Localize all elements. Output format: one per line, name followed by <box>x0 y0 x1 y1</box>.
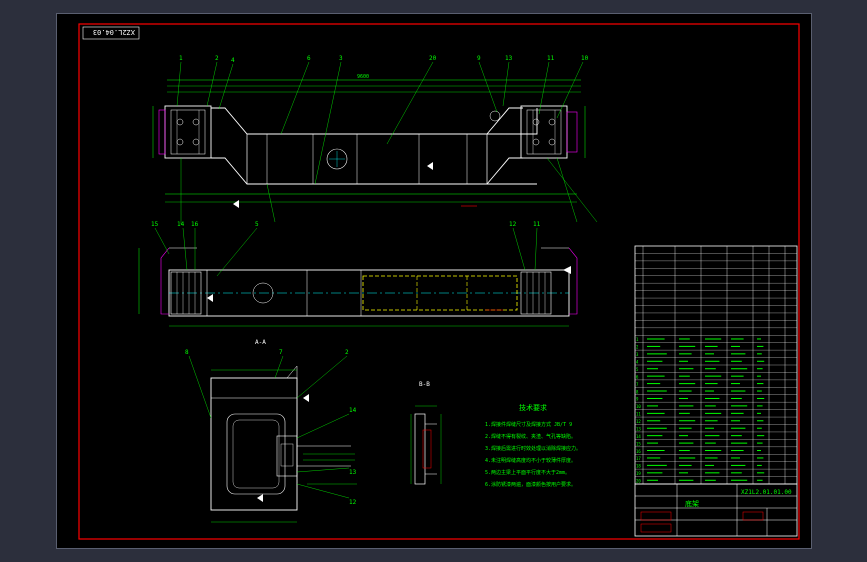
svg-text:16: 16 <box>191 221 199 228</box>
bom-row-number: 9 <box>636 397 639 402</box>
svg-text:9: 9 <box>477 55 481 62</box>
bom-row-number: 5 <box>636 367 639 372</box>
svg-text:13: 13 <box>349 469 357 476</box>
tech-line: 5.两边主梁上平面平行度不大于2mm。 <box>485 469 570 476</box>
svg-text:7: 7 <box>279 349 283 356</box>
bom-row-number: 8 <box>636 389 639 394</box>
svg-text:2: 2 <box>215 55 219 62</box>
tech-line: 6.涂防锈漆两遍，面漆颜色按用户要求。 <box>485 481 576 488</box>
section-bb-view: B-B <box>410 381 442 485</box>
plan-view: 15 14 16 5 12 11 <box>138 221 578 327</box>
title-block: 底架 XZ1L2.01.01.00 <box>634 483 798 537</box>
svg-text:11: 11 <box>533 221 541 228</box>
tech-title: 技术要求 <box>519 403 547 412</box>
tech-line: 4.未注明焊缝高度均不小于较薄件厚度。 <box>485 457 576 464</box>
bom-row-number: 7 <box>636 382 639 387</box>
bom-row-number: 14 <box>636 434 641 439</box>
svg-text:10: 10 <box>581 55 589 62</box>
svg-text:9600: 9600 <box>357 74 369 80</box>
svg-text:12: 12 <box>349 499 357 506</box>
bom-row-number: 15 <box>636 441 641 446</box>
svg-text:11: 11 <box>547 55 555 62</box>
svg-text:15: 15 <box>151 221 159 228</box>
svg-text:14: 14 <box>177 221 185 228</box>
svg-text:20: 20 <box>429 55 437 62</box>
svg-text:A-A: A-A <box>255 339 266 346</box>
bom-row-number: 18 <box>636 464 641 469</box>
svg-text:2: 2 <box>345 349 349 356</box>
svg-text:B-B: B-B <box>419 381 430 388</box>
title-block-name: 底架 <box>685 499 699 508</box>
bom-row-number: 20 <box>636 479 641 484</box>
bom-row-number: 11 <box>636 412 641 417</box>
top-elevation-view: 9600 <box>152 55 598 224</box>
svg-text:5: 5 <box>255 221 259 228</box>
tech-line: 2.焊缝不得有裂纹、夹渣、气孔等缺陷。 <box>485 433 576 440</box>
svg-text:8: 8 <box>185 349 189 356</box>
bom-row-number: 6 <box>636 374 639 379</box>
drawing-viewport[interactable]: XZ2L.04.03 9600 <box>56 13 812 549</box>
cad-drawing-sheet: XZ2L.04.03 9600 <box>78 23 800 540</box>
corner-code-text: XZ2L.04.03 <box>93 28 135 36</box>
corner-code-box <box>82 26 140 40</box>
bom-row-number: 10 <box>636 404 641 409</box>
svg-text:12: 12 <box>509 221 517 228</box>
bom-row-number: 16 <box>636 449 641 454</box>
bom-row-number: 17 <box>636 456 641 461</box>
svg-text:4: 4 <box>231 57 235 64</box>
bom-row-number: 1 <box>636 337 639 342</box>
bom-row-number: 19 <box>636 471 641 476</box>
technical-requirements: 技术要求 1.焊接件焊缝尺寸及焊接方式 JB/T 9 2.焊缝不得有裂纹、夹渣、… <box>485 403 581 488</box>
svg-text:6: 6 <box>307 55 311 62</box>
tech-line: 1.焊接件焊缝尺寸及焊接方式 JB/T 9 <box>485 421 572 428</box>
svg-text:1: 1 <box>179 55 183 62</box>
svg-text:14: 14 <box>349 407 357 414</box>
drawing-border <box>78 23 800 540</box>
bom-row-number: 13 <box>636 426 641 431</box>
svg-text:3: 3 <box>339 55 343 62</box>
bom-row-number: 3 <box>636 352 639 357</box>
section-aa-view: A-A 8 7 2 14 13 1 <box>185 339 357 523</box>
svg-text:13: 13 <box>505 55 513 62</box>
bill-of-materials: 20 19 18 17 16 15 14 13 12 11 10 9 8 7 6 5 4 3 2 1 <box>634 245 798 485</box>
bom-row-number: 2 <box>636 345 639 350</box>
bom-row-number: 4 <box>636 360 639 365</box>
bom-row-number: 12 <box>636 419 641 424</box>
tech-line: 3.焊接后需进行时效处理以消除焊接应力。 <box>485 445 581 452</box>
title-block-code: XZ1L2.01.01.00 <box>741 489 792 496</box>
